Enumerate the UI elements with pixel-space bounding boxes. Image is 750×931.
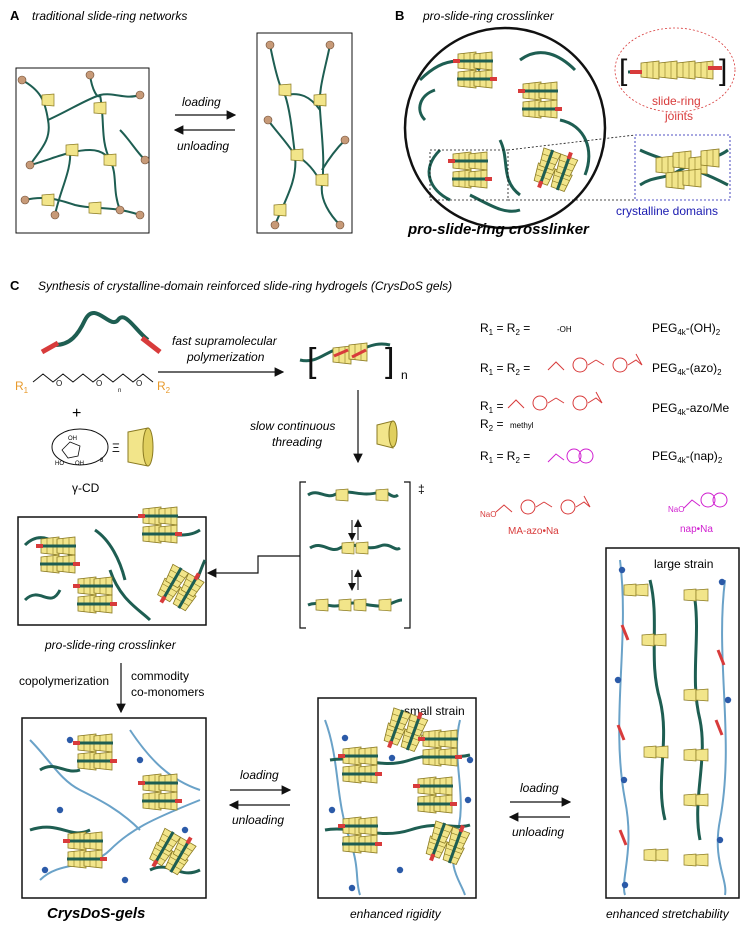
svg-text:O: O: [56, 379, 62, 388]
substituent-legend: R1 = R2 = -OH PEG4k-(OH)2 R1 = R2 = PEG4…: [480, 321, 729, 537]
panel-a-unloading: unloading: [177, 139, 229, 153]
panel-a-relaxed-network: [21, 74, 146, 216]
panel-b-joint-rings: [ ]: [619, 54, 727, 87]
svg-text:n: n: [118, 388, 121, 394]
copolymerization-label: copolymerization: [19, 674, 109, 688]
svg-text:O: O: [136, 379, 142, 388]
step1-label-2: polymerization: [186, 350, 265, 364]
panel-b-joint-label-2: joints: [664, 109, 693, 123]
svg-text:R1 =: R1 =: [480, 399, 503, 415]
panel-a-stretched-rings: [273, 83, 329, 217]
svg-text:PEG4k-(nap)2: PEG4k-(nap)2: [652, 449, 723, 465]
svg-text:R1 = R2 =: R1 = R2 =: [480, 321, 530, 337]
to-crosslinker-arrow: [206, 555, 300, 578]
large-strain-nodes: [614, 566, 732, 889]
panel-b-circle-chains: [418, 51, 591, 213]
c-unloading-1: unloading: [232, 813, 284, 827]
svg-text:OH: OH: [75, 461, 84, 467]
svg-text:PEG4k-(azo)2: PEG4k-(azo)2: [652, 361, 722, 377]
svg-text:[: [: [619, 54, 628, 87]
panel-c-letter: C: [10, 278, 20, 293]
panel-a-loading: loading: [182, 95, 221, 109]
svg-text:]: ]: [719, 54, 727, 87]
crosslinker-stacks: [36, 507, 207, 616]
svg-text:R1 = R2 =: R1 = R2 =: [480, 361, 530, 377]
svg-text:]: ]: [385, 342, 394, 380]
svg-text:HO: HO: [55, 461, 64, 467]
panel-a-stretched-box: [256, 32, 353, 234]
panel-b-crystal-label: crystalline domains: [616, 204, 718, 218]
crosslinker-box: [17, 516, 207, 626]
equilibrium-brackets: [299, 481, 411, 629]
svg-text:PEG4k-(OH)2: PEG4k-(OH)2: [652, 321, 721, 337]
panel-a-title: traditional slide-ring networks: [32, 9, 187, 23]
plus-sign: +: [72, 405, 81, 422]
equiv-sign: Ξ: [112, 441, 120, 455]
large-strain-box: [605, 547, 740, 899]
svg-text:OH: OH: [68, 436, 77, 442]
svg-text:-OH: -OH: [557, 325, 572, 334]
comonomers-label-2: co-monomers: [131, 685, 204, 699]
svg-text:R1 = R2 =: R1 = R2 =: [480, 449, 530, 465]
svg-text:nap•Na: nap•Na: [680, 524, 713, 535]
c-loading-1: loading: [240, 768, 279, 782]
large-strain-stacks: [616, 583, 726, 867]
stretchability-caption: enhanced stretchability: [606, 907, 730, 921]
svg-text:8: 8: [100, 458, 104, 464]
panel-a-arrows: [173, 110, 237, 135]
svg-text:NaO: NaO: [668, 505, 684, 514]
comonomers-label-1: commodity: [131, 669, 189, 683]
c-unloading-2: unloading: [512, 825, 564, 839]
svg-text:MA-azo•Na: MA-azo•Na: [508, 526, 559, 537]
svg-text:[: [: [307, 342, 317, 380]
large-strain-network: [618, 559, 727, 896]
transition-dagger: ‡: [418, 482, 425, 496]
panel-a-stretched-beads: [263, 40, 350, 230]
repeat-subscript: n: [401, 368, 408, 382]
large-strain-label: large strain: [654, 557, 713, 571]
panel-b-caption: pro-slide-ring crosslinker: [407, 221, 590, 238]
step1-label-1: fast supramolecular: [172, 334, 278, 348]
rigidity-caption: enhanced rigidity: [350, 907, 442, 921]
peg-structure: O O O n: [32, 373, 154, 394]
small-strain-stacks: [338, 703, 471, 870]
svg-text:O: O: [96, 379, 102, 388]
gamma-cd-icon: [127, 427, 154, 467]
panel-a-stretched-network: [267, 44, 346, 226]
crysdos-gel-stacks: [63, 734, 199, 880]
repeat-unit: [ ]: [299, 342, 394, 380]
panel-a-letter: A: [10, 8, 20, 23]
panel-b-crystal-rings: [639, 148, 729, 190]
svg-text:R2 =: R2 =: [480, 417, 503, 433]
peg-chain-cartoon: [40, 311, 162, 355]
r2-label: R2: [157, 379, 171, 395]
gamma-cd-structure: OH HO OH 8: [51, 428, 109, 467]
svg-text:PEG4k-azo/Me: PEG4k-azo/Me: [652, 401, 729, 417]
step2-label-2: threading: [272, 435, 322, 449]
panel-b-letter: B: [395, 8, 404, 23]
equilibrium-states: [307, 488, 403, 612]
panel-a-relaxed-box: [15, 67, 150, 234]
crosslinker-caption: pro-slide-ring crosslinker: [44, 638, 177, 652]
panel-b-joint-label-1: slide-ring: [652, 94, 701, 108]
gamma-cd-label: γ-CD: [72, 481, 100, 495]
crysdos-gels-caption: CrysDoS-gels: [47, 905, 145, 922]
panel-c-title: Synthesis of crystalline-domain reinforc…: [38, 279, 452, 293]
threading-cd-icon: [376, 420, 398, 449]
small-strain-box: [317, 697, 477, 899]
svg-text:NaO: NaO: [480, 510, 496, 519]
r1-label: R1: [15, 379, 29, 395]
c-loading-2: loading: [520, 781, 559, 795]
crysdos-gel-box: [21, 717, 207, 899]
svg-text:methyl: methyl: [510, 421, 534, 430]
panel-b-title: pro-slide-ring crosslinker: [422, 9, 555, 23]
step2-label-1: slow continuous: [250, 419, 335, 433]
